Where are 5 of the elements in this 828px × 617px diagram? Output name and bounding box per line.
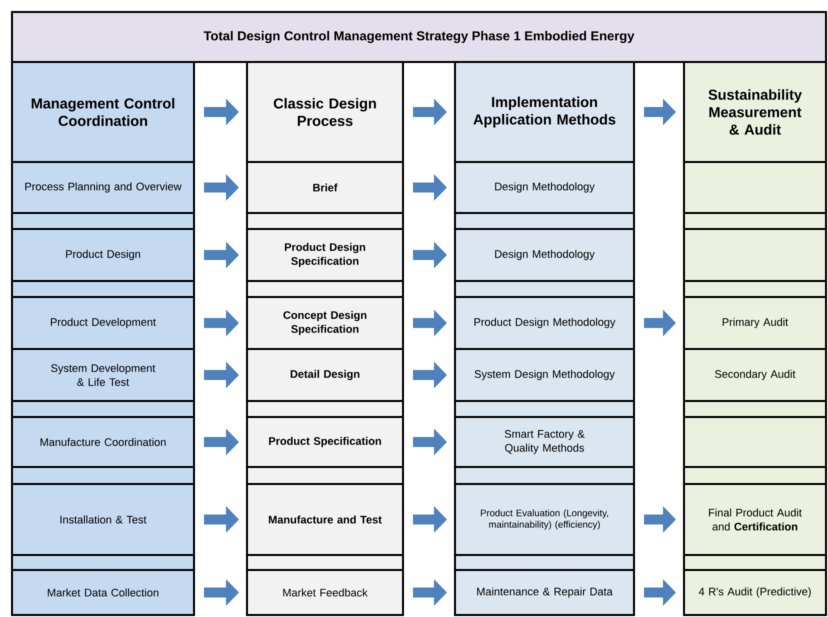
header-cell: Implementation Application Methods [454, 61, 635, 163]
header-cell: Sustainability Measurement & Audit [683, 61, 827, 163]
title-band: Total Design Control Management Strategy Phase 1 Embodied Energy [11, 11, 827, 63]
header-cell: Management Control Coordination [11, 61, 195, 163]
header-cell: Classic Design Process [246, 61, 404, 163]
